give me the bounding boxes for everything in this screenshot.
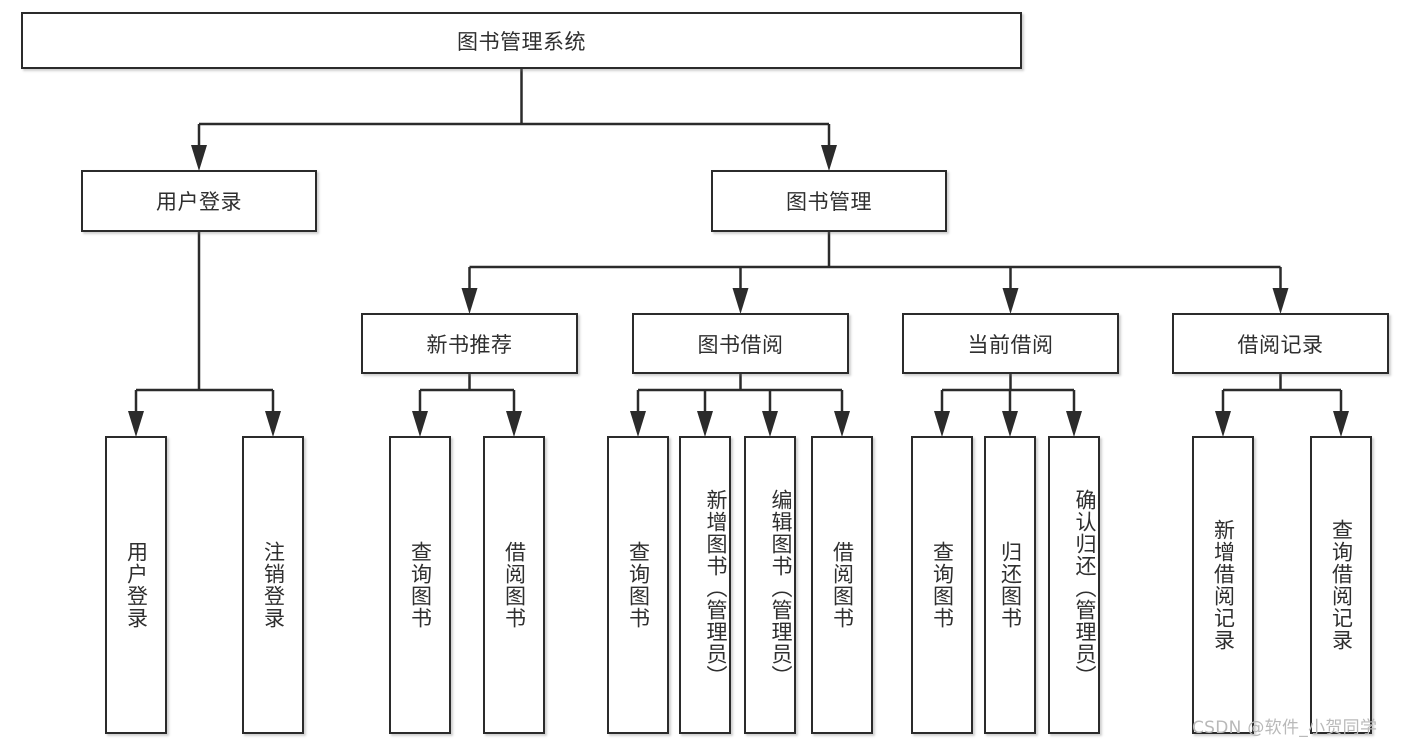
arrowhead-icon [732,288,749,314]
arrowhead-icon [1002,288,1019,314]
node-label-leaf-edit-book: 编辑图书（管理员） [769,489,793,687]
node-leaf-user-login[interactable]: 用户登录 [105,436,167,734]
node-leaf-borrow-book-2[interactable]: 借阅图书 [811,436,873,734]
node-current-borrow[interactable]: 当前借阅 [902,313,1119,374]
arrowhead-icon [412,411,428,437]
arrowhead-icon [1215,411,1231,437]
arrowhead-icon [128,411,144,437]
watermark-text: CSDN @软件_小贺同学 [1192,718,1378,738]
node-leaf-query-record[interactable]: 查询借阅记录 [1310,436,1372,734]
node-label-leaf-query-book-1: 查询图书 [408,541,433,629]
node-leaf-query-book-1[interactable]: 查询图书 [389,436,451,734]
node-label-root: 图书管理系统 [457,29,586,54]
node-label-leaf-add-record: 新增借阅记录 [1211,519,1236,651]
node-label-leaf-user-login: 用户登录 [124,541,149,629]
arrowhead-icon [762,411,778,437]
node-label-leaf-query-book-3: 查询图书 [930,541,955,629]
node-label-leaf-query-record: 查询借阅记录 [1329,519,1354,651]
node-label-current-borrow: 当前借阅 [967,332,1054,357]
node-leaf-add-book[interactable]: 新增图书（管理员） [679,436,731,734]
node-label-leaf-confirm-return: 确认归还（管理员） [1073,489,1097,687]
arrowhead-icon [191,145,207,171]
node-root[interactable]: 图书管理系统 [21,12,1022,69]
node-label-book-manage: 图书管理 [786,190,872,214]
arrowhead-icon [1333,411,1349,437]
node-new-book-rec[interactable]: 新书推荐 [361,313,578,374]
node-leaf-edit-book[interactable]: 编辑图书（管理员） [744,436,796,734]
arrowhead-icon [506,411,522,437]
node-label-borrow-record: 借阅记录 [1237,332,1324,357]
arrowhead-icon [834,411,850,437]
node-leaf-add-record[interactable]: 新增借阅记录 [1192,436,1254,734]
node-label-leaf-borrow-book-2: 借阅图书 [830,541,855,629]
arrowhead-icon [697,411,713,437]
node-label-leaf-query-book-2: 查询图书 [626,541,651,629]
node-label-user-login: 用户登录 [156,190,242,214]
arrowhead-icon [1002,411,1018,437]
node-label-leaf-return-book: 归还图书 [998,541,1023,629]
node-label-book-borrow: 图书借阅 [697,332,784,357]
node-user-login[interactable]: 用户登录 [81,170,317,232]
node-leaf-query-book-3[interactable]: 查询图书 [911,436,973,734]
node-label-leaf-borrow-book-1: 借阅图书 [502,541,527,629]
arrowhead-icon [265,411,281,437]
arrowhead-icon [1066,411,1082,437]
node-label-new-book-rec: 新书推荐 [426,332,513,357]
node-borrow-record[interactable]: 借阅记录 [1172,313,1389,374]
arrowhead-icon [1272,288,1289,314]
node-leaf-logout[interactable]: 注销登录 [242,436,304,734]
node-label-leaf-logout: 注销登录 [261,541,286,629]
node-book-borrow[interactable]: 图书借阅 [632,313,849,374]
node-leaf-borrow-book-1[interactable]: 借阅图书 [483,436,545,734]
arrowhead-icon [934,411,950,437]
arrowhead-icon [821,145,837,171]
node-label-leaf-add-book: 新增图书（管理员） [704,489,728,687]
node-book-manage[interactable]: 图书管理 [711,170,947,232]
node-leaf-confirm-return[interactable]: 确认归还（管理员） [1048,436,1100,734]
arrowhead-icon [630,411,646,437]
node-leaf-query-book-2[interactable]: 查询图书 [607,436,669,734]
node-leaf-return-book[interactable]: 归还图书 [984,436,1036,734]
arrowhead-icon [461,288,478,314]
